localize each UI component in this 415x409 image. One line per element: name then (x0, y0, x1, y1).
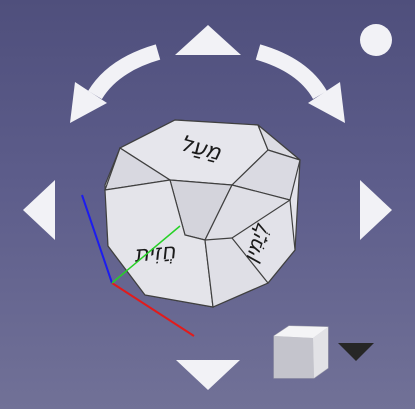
cube-face-right[interactable] (231, 198, 296, 284)
navigation-cube[interactable]: מַעַל חֲזִית לְיָמִין (104, 119, 301, 308)
face-label-front: חֲזִית (133, 239, 177, 268)
view-up-arrow-icon[interactable] (175, 25, 241, 55)
view-menu-dropdown-icon[interactable] (338, 343, 374, 361)
view-right-arrow-icon[interactable] (360, 180, 392, 240)
axis-x-line (111, 282, 195, 337)
view-down-arrow-icon[interactable] (176, 360, 240, 390)
rotate-clockwise-icon[interactable] (255, 44, 345, 123)
view-menu-cube-icon[interactable] (273, 325, 329, 379)
view-left-arrow-icon[interactable] (23, 180, 55, 240)
rotate-counterclockwise-icon[interactable] (70, 44, 161, 123)
axis-z-line (81, 194, 113, 284)
home-view-circle-icon[interactable] (360, 24, 392, 56)
axis-y-line (111, 225, 181, 284)
